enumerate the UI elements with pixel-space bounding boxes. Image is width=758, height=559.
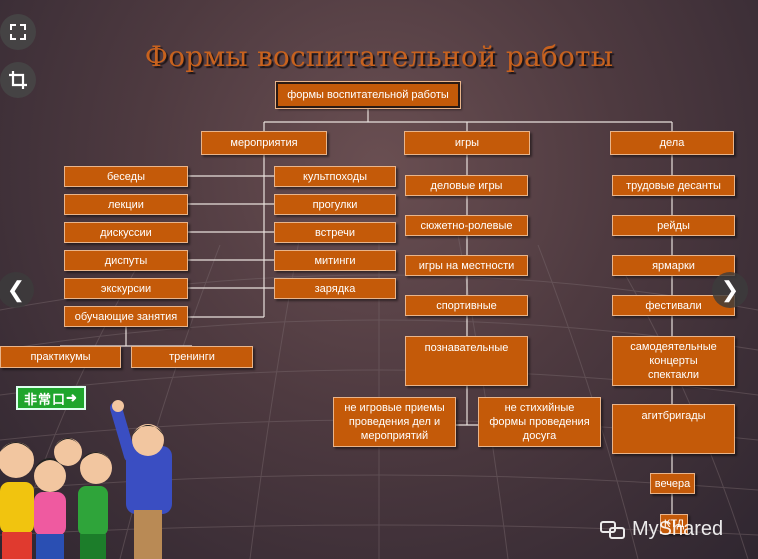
node-events-left: беседы (64, 166, 188, 187)
node-events-left: обучающие занятия (64, 306, 188, 327)
node-events-right: зарядка (274, 278, 396, 299)
expand-icon (10, 24, 26, 40)
node-deeds: трудовые десанты (612, 175, 735, 196)
node-training: тренинги (131, 346, 253, 368)
node-cognitive-sub: не игровые приемы проведения дел и мероп… (333, 397, 456, 447)
node-deeds: ярмарки (612, 255, 735, 276)
exit-sign-label: 非常口 (24, 391, 67, 407)
node-games: сюжетно-ролевые (405, 215, 528, 236)
node-deeds: вечера (650, 473, 695, 494)
node-events-right: митинги (274, 250, 396, 271)
watermark: MyShared (600, 518, 723, 541)
chevron-right-icon: ❯ (720, 277, 740, 302)
node-games-cognitive: познавательные (405, 336, 528, 386)
arrow-right-icon: ➜ (66, 390, 78, 405)
node-deeds: самодеятельные концерты спектакли (612, 336, 735, 386)
node-deeds: рейды (612, 215, 735, 236)
node-events-left: дискуссии (64, 222, 188, 243)
node-events-left: диспуты (64, 250, 188, 271)
chevron-left-icon: ❮ (6, 277, 26, 302)
previous-slide-button[interactable]: ❮ (0, 272, 34, 308)
node-events-right: культпоходы (274, 166, 396, 187)
node-events-right: прогулки (274, 194, 396, 215)
root-node: формы воспитательной работы (275, 81, 461, 109)
crop-icon (9, 71, 27, 89)
column-events: мероприятия (201, 131, 327, 155)
node-games: игры на местности (405, 255, 528, 276)
node-deeds: агитбригады (612, 404, 735, 454)
node-events-right: встречи (274, 222, 396, 243)
node-cognitive-sub: не стихийные формы проведения досуга (478, 397, 601, 447)
exit-sign: 非常口 ➜ (16, 386, 86, 410)
column-games: игры (404, 131, 530, 155)
column-deeds: дела (610, 131, 734, 155)
node-events-left: экскурсии (64, 278, 188, 299)
logo-icon (600, 520, 625, 539)
node-games: спортивные (405, 295, 528, 316)
node-games: деловые игры (405, 175, 528, 196)
node-events-left: лекции (64, 194, 188, 215)
children-illustration (0, 400, 172, 559)
slide-title: Формы воспитательной работы (144, 40, 614, 73)
next-slide-button[interactable]: ❯ (712, 272, 748, 308)
node-deeds: фестивали (612, 295, 735, 316)
fullscreen-button[interactable] (0, 14, 36, 50)
node-deeds: КТД (660, 514, 688, 534)
crop-button[interactable] (0, 62, 36, 98)
node-training: практикумы (0, 346, 121, 368)
watermark-text: MyShared (632, 518, 724, 540)
